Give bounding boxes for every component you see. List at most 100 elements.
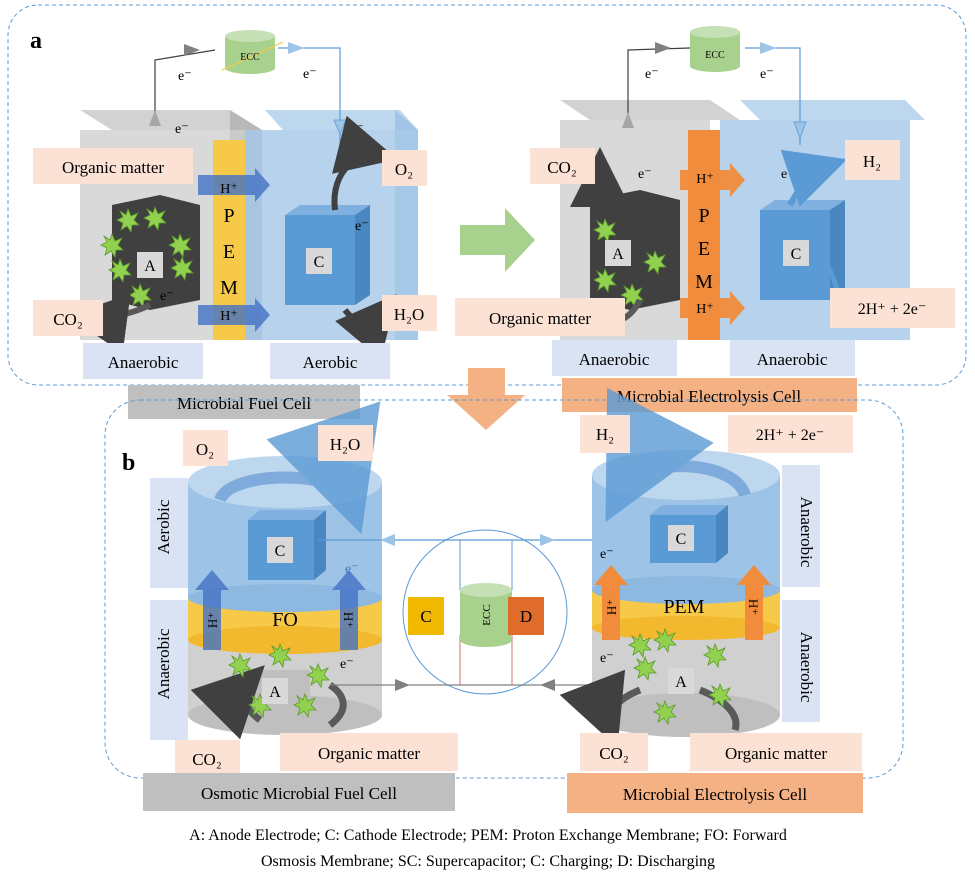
mec-a-h-plus-2: H⁺ <box>696 302 714 317</box>
transition-arrow-green <box>460 208 535 272</box>
mec-a-organic-matter-box <box>455 298 625 336</box>
mec-b-anode-zone-box <box>782 600 820 722</box>
mfc-organic-matter-box <box>33 148 193 184</box>
mec-b-cathode-label: C <box>676 531 687 548</box>
mec-e-minus-2: e⁻ <box>760 67 774 82</box>
legend-line-2: Osmosis Membrane; SC: Supercapacitor; C:… <box>261 853 715 870</box>
mec-a-h-plus-1: H⁺ <box>696 172 714 187</box>
mfc-cathode-zone: Aerobic <box>303 353 358 372</box>
mec-h2-arrow <box>780 149 848 207</box>
omfc-e-minus-1: e⁻ <box>345 562 359 577</box>
mec-b-title-box <box>567 773 863 813</box>
mfc-anode-label: A <box>144 258 156 275</box>
mec-e-minus-1: e⁻ <box>645 67 659 82</box>
mfc-co2-box <box>33 300 103 336</box>
mfc-h2o: H₂O <box>394 305 424 324</box>
omfc-cell <box>188 401 382 740</box>
omfc-anode-zone-box <box>150 600 188 740</box>
mec-b-title: Microbial Electrolysis Cell <box>623 785 807 804</box>
mfc-e-minus-3: e⁻ <box>175 122 189 137</box>
omfc-title: Osmotic Microbial Fuel Cell <box>201 784 397 803</box>
omfc-h2o-box <box>318 425 373 461</box>
mfc-pem-p: P <box>223 205 234 227</box>
omfc-anode-label: A <box>269 684 281 701</box>
mfc-pem-m: M <box>220 277 238 299</box>
transition-arrow-orange <box>447 368 525 430</box>
panel-b-border <box>104 399 904 779</box>
panel-a-border <box>7 4 967 386</box>
mfc-e-minus-4: e⁻ <box>350 122 364 137</box>
mec-a-cathode-zone-box <box>730 340 855 376</box>
omfc-o2: O₂ <box>196 440 214 459</box>
omfc-organic-matter-box <box>280 733 458 771</box>
omfc-o2-box <box>183 430 228 466</box>
mec-a-anode-zone-box <box>552 340 677 376</box>
omfc-h-plus-2: H⁺ <box>341 612 356 628</box>
mfc-cathode-label: C <box>314 254 325 271</box>
mec-a-anode-label: A <box>612 246 624 263</box>
omfc-co2: CO₂ <box>192 750 222 769</box>
mec-e-minus-3: e⁻ <box>638 167 652 182</box>
mec-a-protons: 2H⁺ + 2e⁻ <box>858 301 927 318</box>
mfc-h2o-box <box>382 295 437 331</box>
mfc-e-minus-6: e⁻ <box>160 289 174 304</box>
mfc-ecc: ECC <box>221 30 284 74</box>
mec-b-cell <box>559 387 780 748</box>
mec-a-cathode-label: C <box>791 246 802 263</box>
discharge-label: D <box>520 607 532 626</box>
mec-b-h2-box <box>580 415 630 453</box>
omfc-anode-zone: Anaerobic <box>154 628 173 699</box>
mec-b-e-minus-1: e⁻ <box>600 547 614 562</box>
omfc-co2-box <box>175 740 240 776</box>
omfc-membrane: FO <box>272 609 298 631</box>
panel-b-label: b <box>122 450 135 476</box>
mfc-wire-left <box>154 49 216 125</box>
mfc-organic-matter: Organic matter <box>62 158 164 177</box>
mfc-e-minus-5: e⁻ <box>355 219 369 234</box>
center-ecc-label: ECC <box>481 604 493 625</box>
mec-b-cathode-zone-box <box>782 465 820 587</box>
mfc-cell <box>80 110 418 340</box>
mec-anode-electrode <box>590 190 680 310</box>
mec-a-h2-box <box>845 140 900 180</box>
mfc-h-plus-2: H⁺ <box>220 309 238 324</box>
mec-b-h2: H₂ <box>596 425 614 444</box>
mfc-anode-zone-box <box>83 343 203 379</box>
mec-pem-e: E <box>698 238 710 260</box>
mec-a-organic-matter: Organic matter <box>489 309 591 328</box>
mec-a-anode-zone: Anaerobic <box>579 350 650 369</box>
mec-b-anode-zone: Anaerobic <box>797 632 816 703</box>
mec-a-ecc-label: ECC <box>705 50 725 61</box>
mec-b-co2: CO₂ <box>599 744 629 763</box>
mfc-cathode-zone-box <box>270 343 390 379</box>
omfc-cathode-zone-box <box>150 478 188 588</box>
mec-b-e-minus-2: e⁻ <box>600 651 614 666</box>
mec-b-organic-matter-box <box>690 733 862 771</box>
mec-b-co2-box <box>580 733 648 771</box>
mec-b-h-plus-2: H⁺ <box>746 599 761 615</box>
mec-wire-left <box>627 47 691 125</box>
mec-pem-p: P <box>698 205 709 227</box>
mec-pem-m: M <box>695 271 713 293</box>
mec-b-membrane: PEM <box>663 596 704 618</box>
mec-a-protons-box <box>830 288 955 328</box>
omfc-cathode-zone: Aerobic <box>154 499 173 554</box>
mec-b-h-plus-1: H⁺ <box>604 599 619 615</box>
mec-a-ecc: ECC <box>690 26 740 72</box>
omfc-h-plus-1: H⁺ <box>205 612 220 628</box>
mfc-title: Microbial Fuel Cell <box>177 394 311 413</box>
mec-a-co2-box <box>530 148 595 184</box>
mfc-pem-e: E <box>223 241 235 263</box>
mec-a-co2: CO₂ <box>547 158 577 177</box>
legend-line-1: A: Anode Electrode; C: Cathode Electrode… <box>189 827 787 844</box>
mec-e-minus-4: e⁻ <box>781 167 795 182</box>
omfc-title-box <box>143 773 455 811</box>
mfc-ecc-label: ECC <box>240 52 260 63</box>
mec-co2-arrow <box>570 147 631 212</box>
mfc-e-minus-1: e⁻ <box>178 69 192 84</box>
panel-a-label: a <box>30 28 42 54</box>
mec-b-organic-matter: Organic matter <box>725 744 827 763</box>
omfc-h2o: H₂O <box>330 435 360 454</box>
omfc-e-minus-2: e⁻ <box>340 657 354 672</box>
